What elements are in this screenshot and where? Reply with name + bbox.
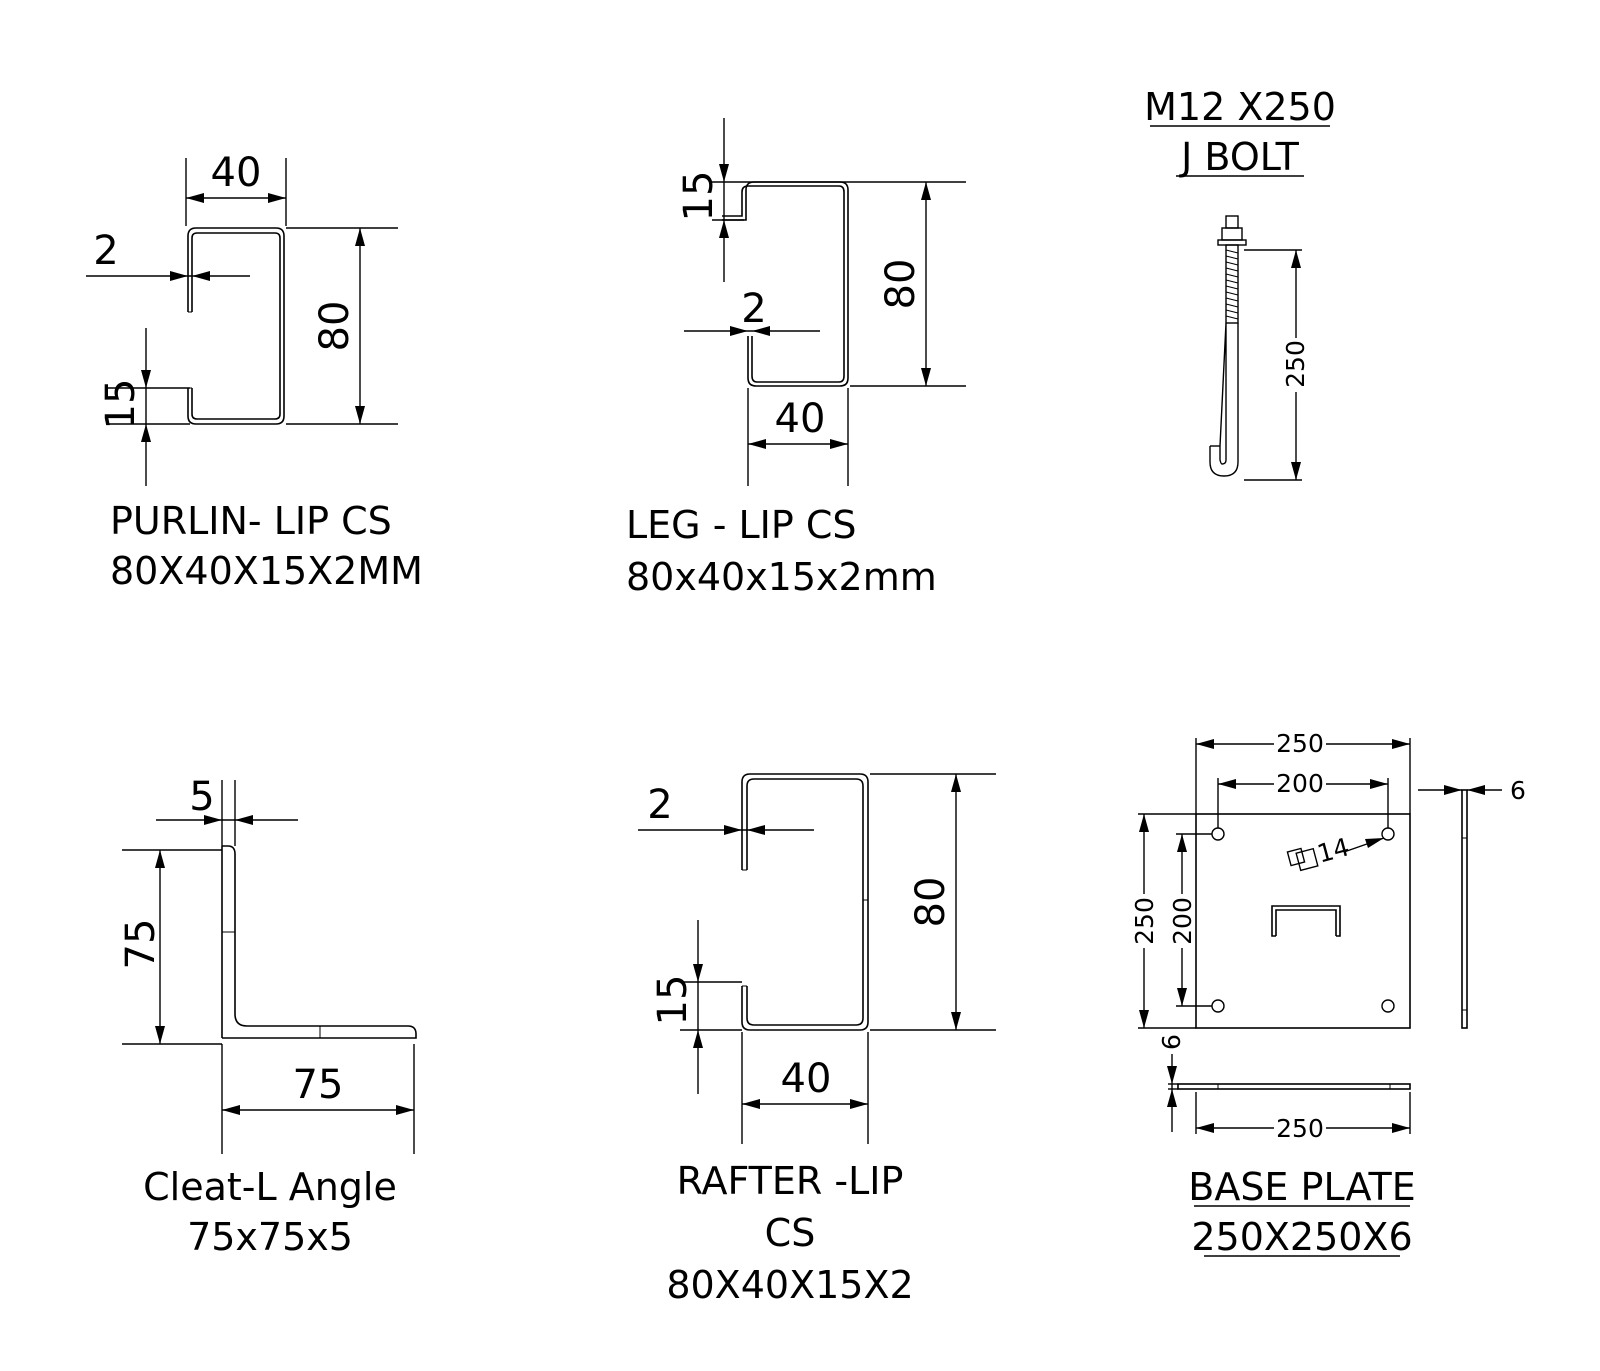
rafter-caption-line1: RAFTER -LIP <box>677 1159 904 1203</box>
baseplate-caption-line2: 250X250X6 <box>1191 1215 1412 1259</box>
leg-section: 15 80 2 40 LEG - LIP CS 80x40x15x2mm <box>626 118 966 599</box>
baseplate-bottom-view <box>1177 1083 1411 1090</box>
cleat-profile <box>222 845 417 1039</box>
purlin-lip-dim: 15 <box>98 379 144 430</box>
purlin-profile-inner <box>191 232 281 420</box>
cleat-vertical-leg-dim: 75 <box>118 919 164 970</box>
leg-thickness-dim: 2 <box>741 286 766 332</box>
cleat-section: 5 75 75 Cleat-L Angle 75x75x5 <box>118 774 417 1259</box>
purlin-caption-line2: 80X40X15X2MM <box>110 549 423 593</box>
leg-profile-outer <box>722 181 849 387</box>
jbolt-thread <box>1225 249 1239 320</box>
baseplate-thickness-side-dim: 6 <box>1510 776 1526 805</box>
leg-caption-line1: LEG - LIP CS <box>626 503 857 547</box>
baseplate-thickness-bottom-dim: 6 <box>1157 1034 1186 1050</box>
purlin-profile-outer <box>187 227 285 425</box>
purlin-thickness-dim: 2 <box>93 228 118 274</box>
rafter-thickness-dim: 2 <box>647 782 672 828</box>
leg-height-dim: 80 <box>878 259 924 310</box>
cleat-caption-line1: Cleat-L Angle <box>143 1165 397 1209</box>
baseplate-section: 250 200 □14 250 200 <box>1130 729 1526 1259</box>
baseplate-hole-br <box>1381 999 1395 1013</box>
rafter-lip-dim: 15 <box>650 975 696 1026</box>
purlin-section: 40 2 80 15 PURLIN- LIP CS 80X40X15X2MM <box>86 150 423 593</box>
baseplate-caption-line1: BASE PLATE <box>1188 1165 1416 1209</box>
rafter-profile-outer <box>741 773 869 1031</box>
cleat-horizontal-leg-dim: 75 <box>293 1062 344 1108</box>
cleat-caption-line2: 75x75x5 <box>187 1215 353 1259</box>
baseplate-hole-symbol <box>1286 847 1306 867</box>
purlin-caption-line1: PURLIN- LIP CS <box>110 499 392 543</box>
jbolt-washer <box>1217 239 1247 246</box>
jbolt-length-dim: 250 <box>1281 340 1310 388</box>
baseplate-channel-outline <box>1271 905 1341 937</box>
baseplate-side-view <box>1461 789 1468 1029</box>
baseplate-hole-bl <box>1211 999 1225 1013</box>
rafter-caption-line2: CS <box>765 1211 816 1255</box>
jbolt-title-line2: J BOLT <box>1179 135 1300 179</box>
jbolt-shank <box>1209 323 1239 477</box>
leg-width-dim: 40 <box>775 396 826 442</box>
rafter-profile-inner <box>746 778 864 1026</box>
baseplate-bottom-width-dim: 250 <box>1276 1114 1324 1143</box>
jbolt-section: M12 X250 J BOLT <box>1144 85 1336 481</box>
rafter-caption-line3: 80X40X15X2 <box>666 1263 913 1307</box>
leg-profile-inner <box>722 185 845 383</box>
baseplate-plan <box>1195 813 1411 1029</box>
baseplate-hole-tl <box>1211 827 1225 841</box>
rafter-width-dim: 40 <box>781 1056 832 1102</box>
leg-lip-dim: 15 <box>676 171 722 222</box>
baseplate-overall-height-dim: 250 <box>1130 897 1159 945</box>
baseplate-hole-spacing-y-dim: 200 <box>1168 897 1197 945</box>
jbolt-nut-body <box>1221 227 1243 241</box>
baseplate-hole-size-dim: □14 <box>1291 832 1352 874</box>
rafter-section: 2 80 15 40 RAFTER -LIP CS 80X40X15X2 <box>638 773 996 1307</box>
baseplate-overall-width-dim: 250 <box>1276 729 1324 758</box>
jbolt-title-line1: M12 X250 <box>1144 85 1336 129</box>
jbolt-nut <box>1225 215 1239 229</box>
purlin-width-dim: 40 <box>211 150 262 196</box>
baseplate-hole-spacing-x-dim: 200 <box>1276 769 1324 798</box>
purlin-height-dim: 80 <box>312 301 358 352</box>
rafter-height-dim: 80 <box>908 877 954 928</box>
leg-caption-line2: 80x40x15x2mm <box>626 555 937 599</box>
cleat-thickness-dim: 5 <box>189 774 214 820</box>
